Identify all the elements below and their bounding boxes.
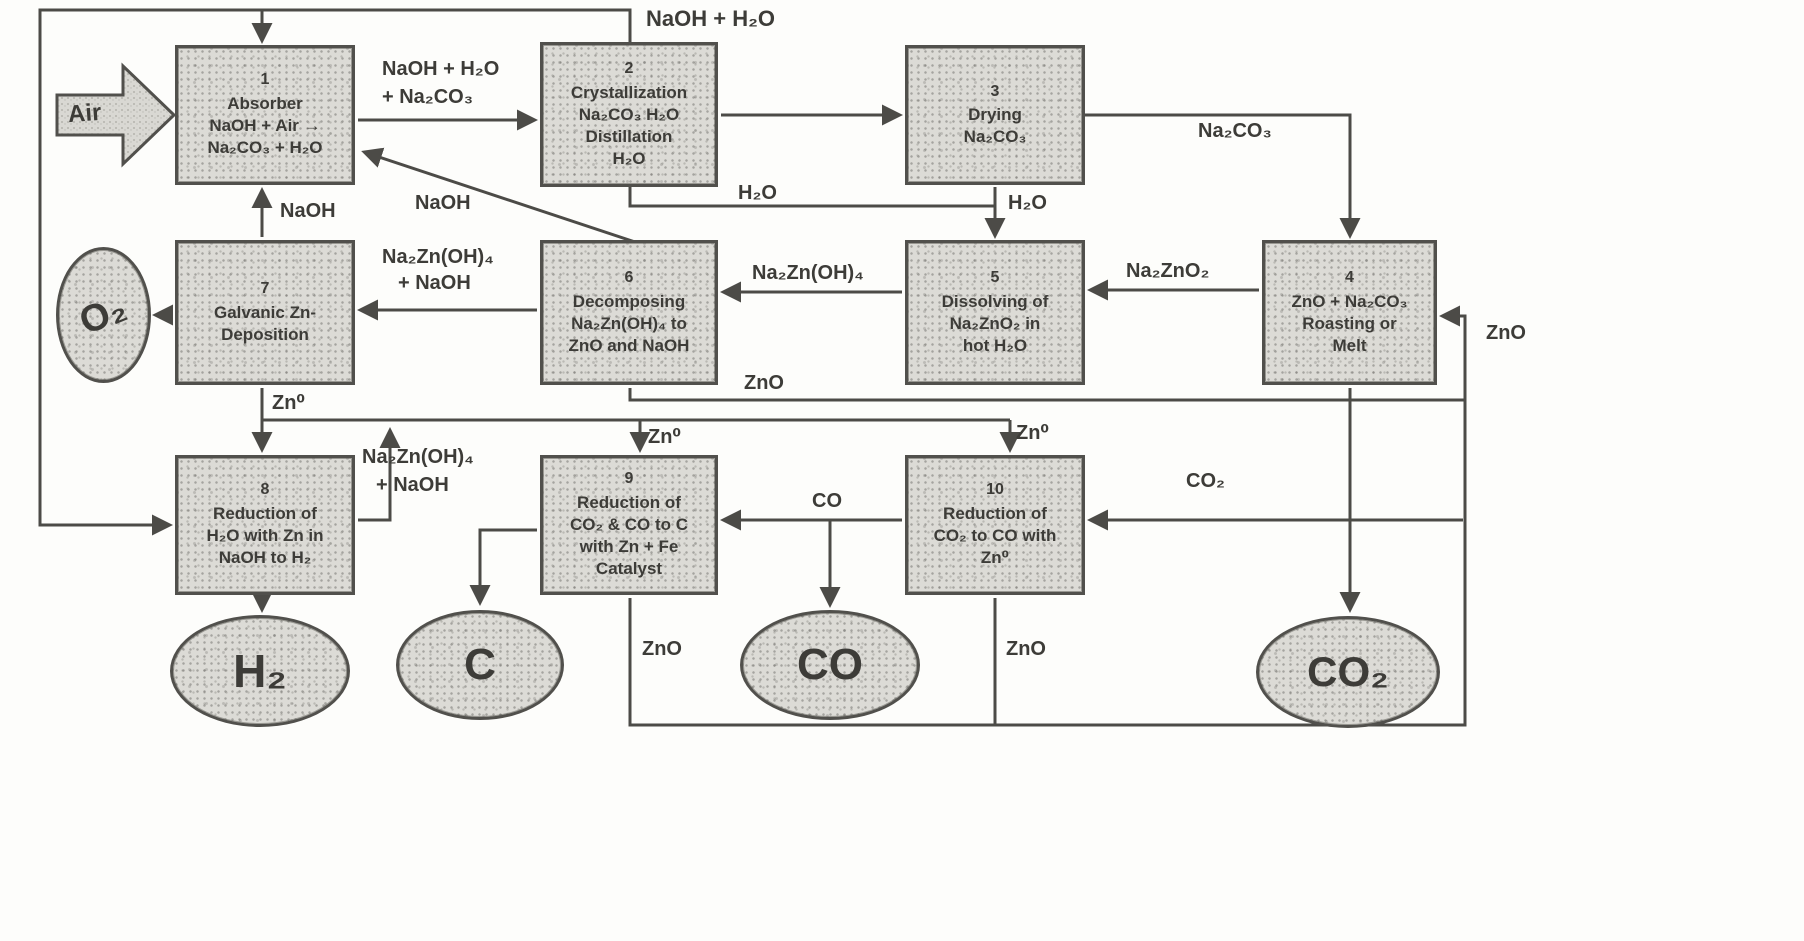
product-ellipse-o2: O₂ xyxy=(56,247,151,383)
product-ellipse-co: CO xyxy=(740,610,920,720)
box-number: 9 xyxy=(624,470,634,488)
process-box-2-crystallization: 2 Crystallization Na₂CO₃ H₂O Distillatio… xyxy=(540,42,718,187)
flow-label-box1-box2-b: + Na₂CO₃ xyxy=(382,86,473,108)
box-text-line: Drying xyxy=(968,105,1022,125)
flow-label-h2o-right: H₂O xyxy=(1008,192,1047,214)
flow-label-na2co3: Na₂CO₃ xyxy=(1198,120,1272,142)
box-text-line: hot H₂O xyxy=(962,335,1028,355)
product-label-h2: H₂ xyxy=(233,645,287,697)
box-text-line: Crystallization xyxy=(570,82,688,102)
box-number: 10 xyxy=(986,481,1004,499)
box-text-line: Distillation xyxy=(585,126,673,146)
box-text-line: Na₂Zn(OH)₄ to xyxy=(571,313,687,333)
flow-label-h2o-left: H₂O xyxy=(738,182,777,204)
box-number: 2 xyxy=(624,59,634,77)
process-box-7-galvanic-deposition: 7 Galvanic Zn- Deposition xyxy=(175,240,355,385)
flow-naoh-h2o-to-box8 xyxy=(38,8,632,536)
product-label-c: C xyxy=(464,640,496,689)
product-ellipse-c: C xyxy=(396,610,564,720)
box-number: 1 xyxy=(260,71,270,89)
process-box-5-dissolving: 5 Dissolving of Na₂ZnO₂ in hot H₂O xyxy=(905,240,1085,385)
box-number: 5 xyxy=(990,268,1000,286)
process-box-9-co2-co-reduction: 9 Reduction of CO₂ & CO to C with Zn + F… xyxy=(540,455,718,595)
flow-label-co: CO xyxy=(812,490,842,512)
flow-na2znoh4-box8-up xyxy=(358,427,401,522)
flow-label-na2znoh4-67-a: Na₂Zn(OH)₄ xyxy=(382,246,494,268)
flow-zno-box6 xyxy=(628,388,1465,402)
process-box-3-drying: 3 Drying Na₂CO₃ xyxy=(905,45,1085,185)
box-text-line: NaOH to H₂ xyxy=(218,548,312,568)
box-number: 3 xyxy=(990,82,1000,100)
flow-box3-box4 xyxy=(1085,113,1361,239)
flow-label-na2znoh4-up-a: Na₂Zn(OH)₄ xyxy=(362,446,474,468)
box-text-line: NaOH + Air → xyxy=(209,116,321,136)
box-text-line: Catalyst xyxy=(595,559,663,579)
flow-label-co2: CO₂ xyxy=(1186,470,1225,492)
flow-label-zno-box10-bottom: ZnO xyxy=(1006,638,1046,660)
product-ellipse-co2: CO₂ xyxy=(1256,616,1440,728)
box-text-line: CO₂ & CO to C xyxy=(569,515,689,535)
product-label-co: CO xyxy=(797,640,863,689)
flow-label-zn0-box7-box8: Zn⁰ xyxy=(272,392,306,414)
flow-label-zn0-box9: Zn⁰ xyxy=(648,426,682,448)
box-text-line: Na₂ZnO₂ in xyxy=(949,313,1041,333)
air-input-arrow xyxy=(55,62,177,168)
box-text-line: Zn⁰ xyxy=(980,548,1010,568)
box-text-line: Decomposing xyxy=(572,291,686,311)
box-text-line: Melt xyxy=(1332,335,1367,355)
flow-label-naoh-h2o-top: NaOH + H₂O xyxy=(646,6,775,31)
flow-label-zn0-box10: Zn⁰ xyxy=(1016,422,1050,444)
box-text-line: Reduction of xyxy=(577,493,681,513)
box-number: 4 xyxy=(1345,268,1354,286)
box-number: 8 xyxy=(260,481,270,499)
flow-label-box1-box2-a: NaOH + H₂O xyxy=(382,58,500,80)
flow-label-na2znoh4-up-b: + NaOH xyxy=(376,474,449,496)
box-text-line: ZnO and NaOH xyxy=(568,335,690,355)
box-text-line: H₂O with Zn in xyxy=(206,526,324,546)
air-input-label: Air xyxy=(67,98,103,129)
box-text-line: Reduction of xyxy=(943,504,1047,524)
box-number: 6 xyxy=(624,268,634,286)
process-box-1-absorber: 1 Absorber NaOH + Air → Na₂CO₃ + H₂O xyxy=(175,45,355,185)
box-text-line: with Zn + Fe xyxy=(579,537,679,557)
box-text-line: Dissolving of xyxy=(941,291,1049,311)
box-text-line: Na₂CO₃ H₂O xyxy=(578,104,680,124)
box-text-line: H₂O xyxy=(612,148,646,168)
box-text-line: Galvanic Zn- xyxy=(213,302,317,322)
flow-naoh-box6-box1 xyxy=(361,147,639,245)
box-text-line: Absorber xyxy=(227,94,303,114)
flow-label-naoh-diagonal: NaOH xyxy=(415,192,471,214)
box-number: 7 xyxy=(260,280,270,297)
box-text-line: Deposition xyxy=(221,324,309,344)
flow-zno-return-box4 xyxy=(628,305,1467,727)
flow-label-zno-into-box4: ZnO xyxy=(1486,322,1526,344)
flow-label-na2znoh4-56: Na₂Zn(OH)₄ xyxy=(752,262,864,284)
flow-label-zno-box9-bottom: ZnO xyxy=(642,638,682,660)
box-text-line: ZnO + Na₂CO₃ xyxy=(1291,291,1408,311)
box-text-line: Na₂CO₃ xyxy=(963,127,1027,147)
flow-label-naoh-up: NaOH xyxy=(280,200,336,222)
process-box-6-decomposing: 6 Decomposing Na₂Zn(OH)₄ to ZnO and NaOH xyxy=(540,240,718,385)
flow-label-zno-mid: ZnO xyxy=(744,372,784,394)
product-ellipse-h2: H₂ xyxy=(170,615,350,727)
box-text-line: CO₂ to CO with xyxy=(933,526,1057,546)
process-box-4-roasting: 4 ZnO + Na₂CO₃ Roasting or Melt xyxy=(1262,240,1437,385)
process-box-10-co2-reduction: 10 Reduction of CO₂ to CO with Zn⁰ xyxy=(905,455,1085,595)
product-label-co2: CO₂ xyxy=(1307,648,1389,695)
box-text-line: Reduction of xyxy=(213,504,317,524)
flow-c-ellipse xyxy=(469,528,537,606)
flow-label-na2zno2: Na₂ZnO₂ xyxy=(1126,260,1210,282)
box-text-line: Roasting or xyxy=(1302,313,1397,333)
box-text-line: Na₂CO₃ + H₂O xyxy=(207,138,323,158)
product-label-o2: O₂ xyxy=(73,286,133,343)
process-box-8-h2o-reduction: 8 Reduction of H₂O with Zn in NaOH to H₂ xyxy=(175,455,355,595)
flow-h2o-box2 xyxy=(628,187,995,208)
flow-label-na2znoh4-67-b: + NaOH xyxy=(398,272,471,294)
